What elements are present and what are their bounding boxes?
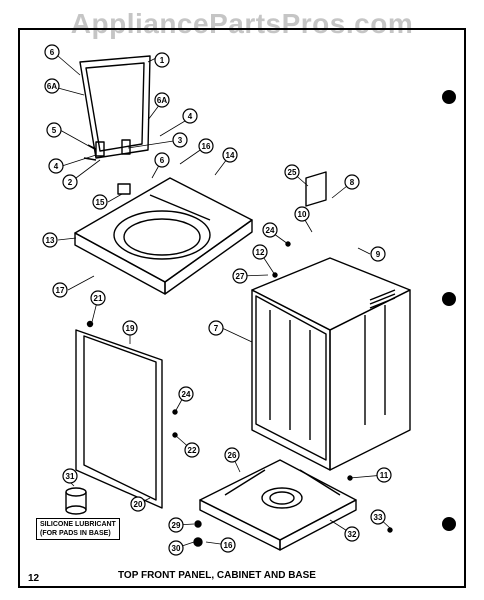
callout-label: 17: [56, 286, 65, 295]
callout-25: 25: [284, 164, 300, 180]
callout-6a: 6A: [44, 78, 60, 94]
callout-label: 22: [188, 446, 197, 455]
callout-6: 6: [44, 44, 60, 60]
callout-3: 3: [172, 132, 188, 148]
callout-label: 15: [96, 198, 105, 207]
callout-21: 21: [90, 290, 106, 306]
callout-label: 6A: [157, 96, 167, 105]
callout-label: 16: [202, 142, 211, 151]
callout-label: 6: [160, 156, 165, 165]
binder-hole: [442, 292, 456, 306]
callout-4a: 4: [182, 108, 198, 124]
callout-26: 26: [224, 447, 240, 463]
callout-label: 21: [94, 294, 103, 303]
callout-17: 17: [52, 282, 68, 298]
callout-27: 27: [232, 268, 248, 284]
note-line-1: SILICONE LUBRICANT: [40, 521, 116, 528]
screws: [86, 241, 393, 547]
callout-label: 26: [228, 451, 237, 460]
callout-8: 8: [344, 174, 360, 190]
callout-label: 4: [188, 112, 193, 121]
callout-label: 4: [54, 162, 59, 171]
callout-label: 12: [256, 248, 265, 257]
callout-label: 14: [226, 151, 235, 160]
callouts: 6 6A 1 6A 4 5 3 4 2 16 14 6 15 13 17 21 …: [42, 44, 392, 556]
callout-label: 24: [182, 390, 191, 399]
page-number: 12: [28, 573, 40, 584]
callout-11: 11: [376, 467, 392, 483]
callout-33: 33: [370, 509, 386, 525]
callout-19: 19: [122, 320, 138, 336]
binder-hole: [442, 517, 456, 531]
top-panel: [74, 177, 253, 295]
callout-9: 9: [370, 246, 386, 262]
callout-6b: 6: [154, 152, 170, 168]
callout-label: 1: [160, 56, 165, 65]
callout-label: 25: [288, 168, 297, 177]
base: [199, 459, 357, 551]
callout-20: 20: [130, 496, 146, 512]
callout-22: 22: [184, 442, 200, 458]
callout-label: 31: [66, 472, 75, 481]
lid: [79, 55, 151, 159]
front-panel: [75, 329, 163, 509]
callout-30: 30: [168, 540, 184, 556]
callout-2: 2: [62, 174, 78, 190]
callout-10: 10: [294, 206, 310, 222]
callout-label: 9: [376, 250, 381, 259]
callout-label: 10: [298, 210, 307, 219]
callout-label: 8: [350, 178, 355, 187]
callout-1: 1: [154, 52, 170, 68]
callout-label: 6: [50, 48, 55, 57]
callout-24b: 24: [178, 386, 194, 402]
note-line-2: (FOR PADS IN BASE): [40, 530, 111, 537]
callout-label: 3: [178, 136, 183, 145]
callout-label: 30: [172, 544, 181, 553]
callout-32: 32: [344, 526, 360, 542]
cabinet: [251, 257, 411, 471]
callout-14: 14: [222, 147, 238, 163]
callout-13: 13: [42, 232, 58, 248]
callout-12: 12: [252, 244, 268, 260]
diagram-frame: [18, 28, 466, 588]
callout-label: 11: [380, 471, 389, 480]
callout-label: 29: [172, 521, 181, 530]
callout-label: 20: [134, 500, 143, 509]
callout-label: 2: [68, 178, 73, 187]
callout-label: 13: [46, 236, 55, 245]
diagram-caption: TOP FRONT PANEL, CABINET AND BASE: [118, 570, 316, 581]
bracket-25: [305, 171, 327, 207]
callout-label: 33: [374, 513, 383, 522]
callout-16a: 16: [198, 138, 214, 154]
callout-31: 31: [62, 468, 78, 484]
callout-label: 24: [266, 226, 275, 235]
callout-24a: 24: [262, 222, 278, 238]
callout-label: 27: [236, 272, 245, 281]
callout-5: 5: [46, 122, 62, 138]
callout-label: 7: [214, 324, 219, 333]
callout-6a-2: 6A: [154, 92, 170, 108]
callout-16b: 16: [220, 537, 236, 553]
lubricant-can: [65, 487, 87, 515]
callout-label: 19: [126, 324, 135, 333]
binder-hole: [442, 90, 456, 104]
lubricant-note: SILICONE LUBRICANT (FOR PADS IN BASE): [36, 518, 120, 540]
callout-7: 7: [208, 320, 224, 336]
callout-label: 6A: [47, 82, 57, 91]
callout-label: 5: [52, 126, 57, 135]
watermark: AppliancePartsPros.com: [70, 8, 414, 39]
callout-15: 15: [92, 194, 108, 210]
callout-label: 32: [348, 530, 357, 539]
callout-label: 16: [224, 541, 233, 550]
callout-4b: 4: [48, 158, 64, 174]
callout-29: 29: [168, 517, 184, 533]
